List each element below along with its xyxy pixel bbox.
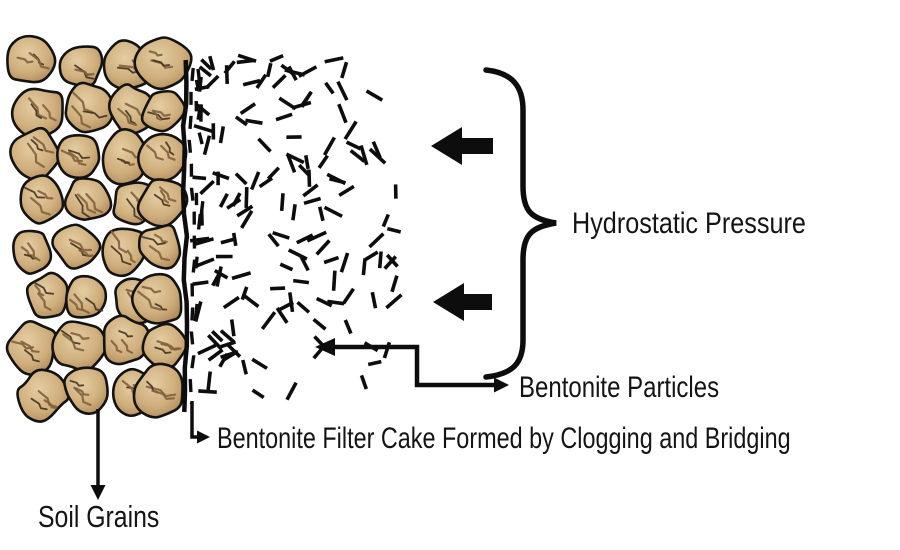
pressure-arrow-bottom-icon <box>433 283 492 321</box>
filter-cake-arrow-line <box>190 401 199 439</box>
bentonite-particles-arrowhead-left-icon <box>315 338 335 356</box>
annotations <box>90 67 557 500</box>
pressure-arrow-top-icon <box>431 127 493 165</box>
soil-grains-arrowhead-icon <box>90 485 106 500</box>
filter-cake-arrowhead-icon <box>197 430 210 444</box>
hydrostatic-brace-icon <box>483 67 557 380</box>
bentonite-filter-cake-label: Bentonite Filter Cake Formed by Clogging… <box>217 422 791 455</box>
bentonite-particles-arrowhead-right-icon <box>494 377 509 393</box>
filter-cake-line <box>180 59 205 413</box>
bentonite-particles-label: Bentonite Particles <box>519 371 720 404</box>
hydrostatic-pressure-label: Hydrostatic Pressure <box>572 207 806 240</box>
soil-grains-label: Soil Grains <box>38 499 160 534</box>
bentonite-particles-arrow-line <box>325 344 498 388</box>
soil-grains-illustration <box>5 34 193 423</box>
